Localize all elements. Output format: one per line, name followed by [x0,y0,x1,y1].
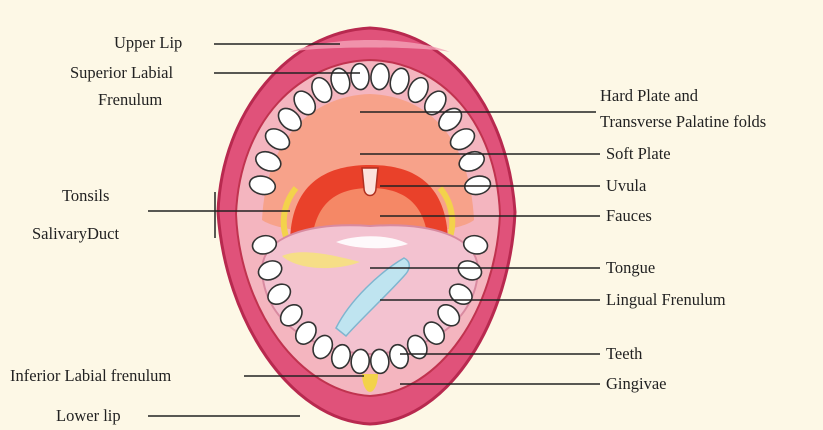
label-teeth: Teeth [606,344,642,364]
label-upper-lip: Upper Lip [114,33,182,53]
label-superior-labial-2: Frenulum [98,90,162,110]
label-hard-plate-1: Hard Plate and [600,86,698,106]
label-lingual-frenulum: Lingual Frenulum [606,290,726,310]
uvula-shape [362,168,378,196]
label-salivary-duct: SalivaryDuct [32,224,119,244]
label-inferior-labial: Inferior Labial frenulum [10,366,171,386]
label-soft-plate: Soft Plate [606,144,671,164]
label-tonsils: Tonsils [62,186,109,206]
label-gingivae: Gingivae [606,374,666,394]
label-uvula: Uvula [606,176,646,196]
label-fauces: Fauces [606,206,652,226]
label-superior-labial-1: Superior Labial [70,63,173,83]
label-tongue: Tongue [606,258,655,278]
label-hard-plate-2: Transverse Palatine folds [600,112,766,132]
label-lower-lip: Lower lip [56,406,121,426]
